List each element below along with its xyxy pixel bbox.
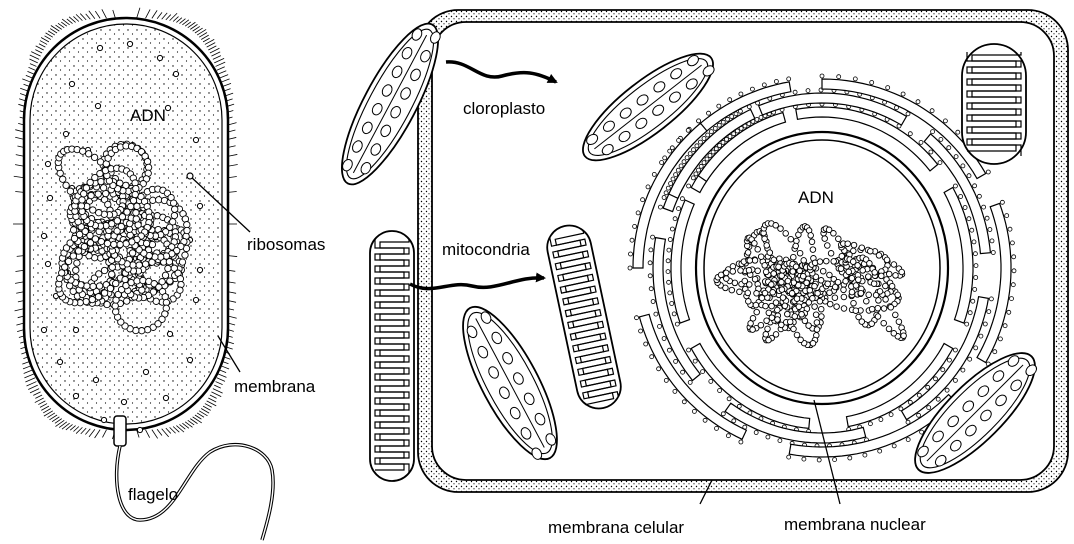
- mitochondrion-top-right: [962, 44, 1026, 164]
- bacterial-dna-label: ADN: [130, 106, 166, 125]
- eukaryotic-cell: ADN cloroplasto mitocondria membrana cel…: [325, 10, 1068, 537]
- ribosomes-label: ribosomas: [247, 235, 325, 254]
- flagellum-label: flagelo: [128, 485, 178, 504]
- chloroplast-label: cloroplasto: [463, 99, 545, 118]
- prokaryotic-cell: ADN ribosomas membrana flagelo: [13, 8, 325, 540]
- ribosome-example: [187, 173, 193, 179]
- mitochondrion-outside: [370, 231, 414, 481]
- flagellum-base: [114, 416, 126, 446]
- cell-membrane-label: membrana celular: [548, 518, 684, 537]
- membrane-label: membrana: [234, 377, 316, 396]
- mitochondria-label: mitocondria: [442, 240, 530, 259]
- nuclear-dna-label: ADN: [798, 188, 834, 207]
- nuclear-membrane-label: membrana nuclear: [784, 515, 926, 534]
